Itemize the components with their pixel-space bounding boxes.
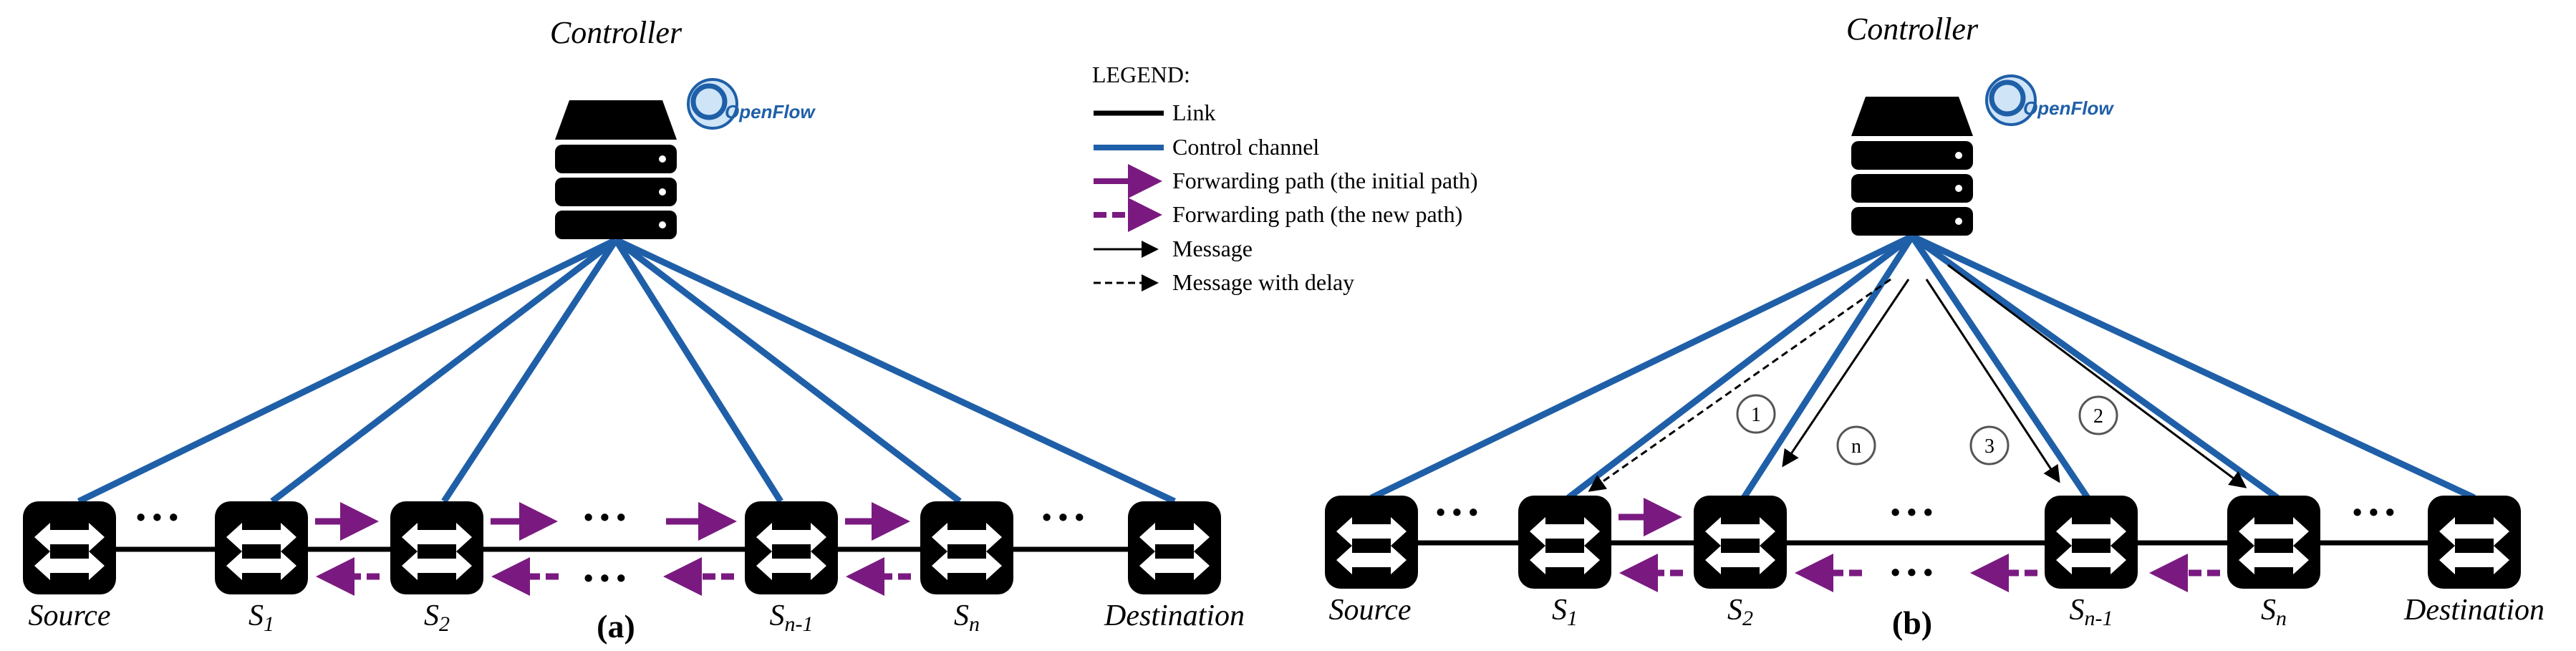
controller-label-b: Controller — [1846, 11, 1979, 47]
openflow-text-b: OpenFlow — [2023, 97, 2114, 119]
ellipsis-b1: • • • — [1436, 498, 1478, 528]
panel-b-caption: (b) — [1892, 604, 1932, 641]
controller-label-a: Controller — [550, 15, 682, 50]
node-label-source-b: Source — [1328, 594, 1411, 627]
node-label-source-a: Source — [28, 599, 110, 632]
switch-s2-b — [1694, 496, 1787, 589]
message-s2 — [1782, 279, 1910, 468]
switch-sn1-a — [745, 501, 838, 594]
openflow-text-a: OpenFlow — [725, 101, 816, 122]
node-label-s2-b: S2 — [1727, 594, 1753, 630]
ellipsis-a1: • • • — [136, 503, 178, 533]
switch-source-a — [23, 501, 116, 594]
ellipsis-a2: • • • — [584, 503, 626, 533]
switch-destination-b — [2428, 496, 2521, 589]
legend-message-label: Message — [1172, 236, 1253, 261]
controller-server-a — [555, 100, 677, 239]
node-label-destination-a: Destination — [1104, 599, 1245, 632]
ellipsis-a3: • • • — [584, 564, 626, 594]
step-3: 3 — [1984, 435, 1994, 458]
legend-control-label: Control channel — [1172, 134, 1319, 160]
message-delay-s1 — [1588, 278, 1891, 492]
switch-source-b — [1325, 496, 1418, 589]
legend-new-label: Forwarding path (the new path) — [1172, 201, 1462, 227]
switch-sn-b — [2227, 496, 2320, 589]
switch-sn1-b — [2045, 496, 2138, 589]
legend-title: LEGEND: — [1092, 62, 1190, 87]
messages-b — [1588, 264, 2247, 492]
control-channels-b — [1370, 233, 2476, 501]
switch-sn-a — [920, 501, 1013, 594]
switch-s2-a — [390, 501, 483, 594]
legend-delay-label: Message with delay — [1172, 269, 1354, 295]
panel-a-caption: (a) — [597, 608, 635, 645]
panel-a: • • • • • • • • • • • • Controller OpenF… — [23, 15, 1245, 645]
node-label-sn-b: Sn — [2261, 594, 2287, 630]
switch-s1-a — [215, 501, 308, 594]
node-label-sn-a: Sn — [954, 599, 980, 636]
node-label-sn1-b: Sn-1 — [2070, 594, 2113, 630]
ellipsis-b3: • • • — [1891, 558, 1933, 588]
step-2: 2 — [2093, 405, 2103, 428]
message-sn1 — [1925, 279, 2060, 483]
ellipsis-b2: • • • — [1891, 498, 1933, 528]
controller-server-b — [1851, 97, 1973, 236]
switch-s1-b — [1518, 496, 1611, 589]
node-label-destination-b: Destination — [2403, 594, 2544, 627]
openflow-logo-a: OpenFlow — [687, 78, 816, 130]
legend-link-label: Link — [1172, 100, 1215, 125]
legend: LEGEND: Link Control channel Forwarding … — [1092, 62, 1478, 295]
ellipsis-b4: • • • — [2353, 498, 2395, 528]
openflow-logo-b: OpenFlow — [1985, 74, 2114, 126]
step-1: 1 — [1751, 404, 1761, 426]
legend-initial-label: Forwarding path (the initial path) — [1172, 168, 1478, 193]
control-channels-a — [77, 236, 1176, 505]
switch-destination-a — [1128, 501, 1221, 594]
node-label-sn1-a: Sn-1 — [770, 599, 814, 636]
step-n: n — [1851, 435, 1861, 458]
message-sn — [1947, 264, 2247, 488]
node-label-s1-b: S1 — [1552, 594, 1578, 630]
node-label-s2-a: S2 — [424, 599, 450, 636]
panel-b: • • • • • • • • • • • • 1 n 3 — [1325, 11, 2544, 641]
ellipsis-a4: • • • — [1042, 503, 1084, 533]
node-label-s1-a: S1 — [249, 599, 274, 636]
step-markers-b: 1 n 3 2 — [1736, 394, 2118, 466]
